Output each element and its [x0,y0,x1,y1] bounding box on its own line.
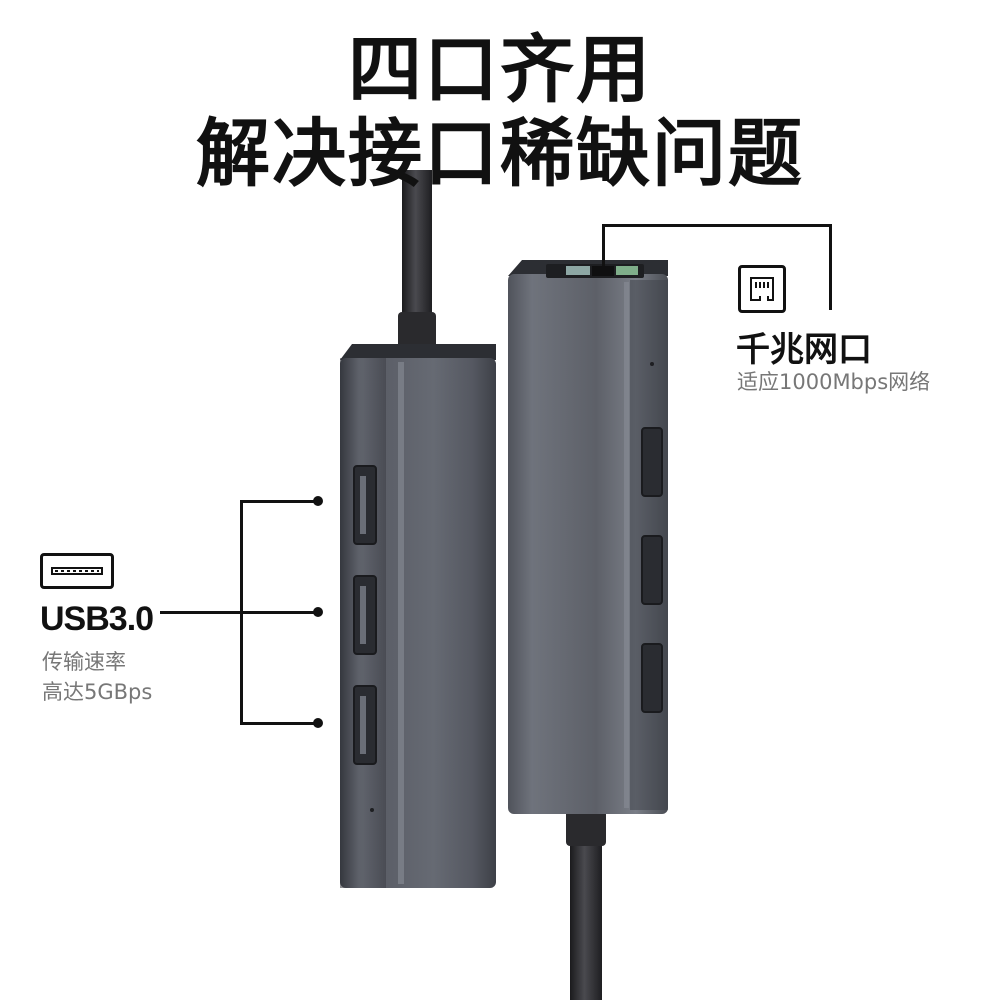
headline-line-1: 四口齐用 [348,27,652,113]
lan-callout-desc: 适应1000Mbps网络 [737,370,931,394]
lan-line-down [602,224,605,266]
usb-port-marker-2 [313,607,323,617]
usb-bracket-bottom [240,722,318,725]
usb-port-marker-1 [313,496,323,506]
lan-line-right [829,224,832,310]
usb-bracket-top [240,500,318,503]
lan-line-across [602,224,832,227]
headline-line-2: 解决接口稀缺问题 [196,111,804,197]
usb-port-marker-3 [313,718,323,728]
usb-callout-title: USB3.0 [40,600,154,638]
usb-callout-desc-1: 传输速率 [42,650,126,674]
usb-port-icon [40,553,114,589]
lan-callout-title: 千兆网口 [736,330,872,370]
ethernet-port-icon [738,265,786,313]
usb-callout-desc-2: 高达5GBps [42,680,153,704]
usb-bracket-middle [160,611,318,614]
